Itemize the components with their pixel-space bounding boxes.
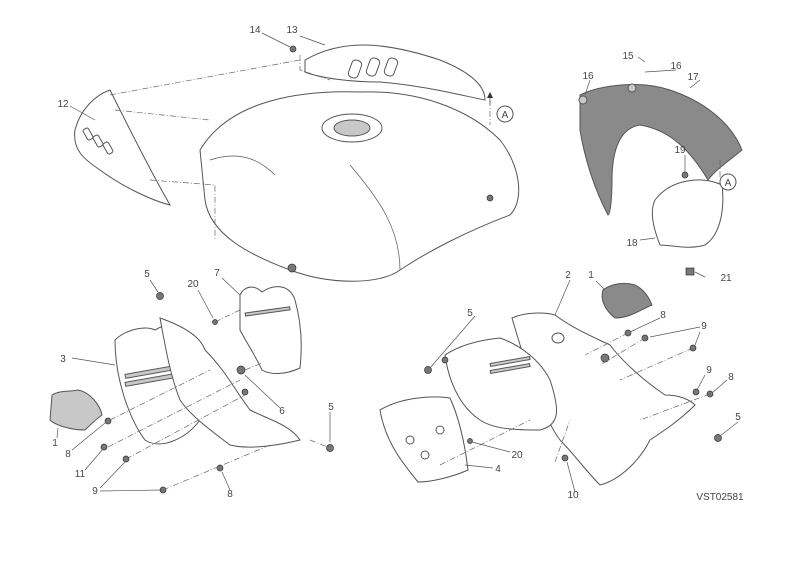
callout-8: 8 bbox=[227, 489, 233, 500]
right-hardware bbox=[424, 329, 722, 462]
callout-14: 14 bbox=[249, 25, 261, 36]
drawing-code: VST02581 bbox=[696, 492, 744, 503]
callout-18: 18 bbox=[626, 238, 638, 249]
callout-5: 5 bbox=[467, 308, 473, 319]
callout-16: 16 bbox=[582, 71, 594, 82]
part-7-panel[interactable] bbox=[239, 286, 302, 374]
callout-5: 5 bbox=[144, 269, 150, 280]
svg-text:A: A bbox=[502, 110, 509, 121]
part-inner-right-panel[interactable] bbox=[444, 337, 558, 431]
callout-2: 2 bbox=[565, 270, 571, 281]
callout-5: 5 bbox=[328, 402, 334, 413]
callout-12: 12 bbox=[57, 99, 69, 110]
callout-8: 8 bbox=[65, 449, 71, 460]
reference-marker-a-right: A bbox=[719, 173, 737, 191]
callout-9: 9 bbox=[701, 321, 707, 332]
callout-6: 6 bbox=[279, 406, 285, 417]
part-inner-left-panel[interactable] bbox=[159, 317, 301, 448]
callout-5: 5 bbox=[735, 412, 741, 423]
part-17-cover-shaded[interactable] bbox=[578, 83, 743, 216]
callout-20: 20 bbox=[511, 450, 523, 461]
callout-17: 17 bbox=[687, 72, 699, 83]
callout-1: 1 bbox=[588, 270, 594, 281]
callout-3: 3 bbox=[60, 354, 66, 365]
part-1-left-pad[interactable] bbox=[49, 389, 103, 431]
callout-1: 1 bbox=[52, 438, 58, 449]
callout-8: 8 bbox=[660, 310, 666, 321]
callout-21: 21 bbox=[720, 273, 732, 284]
callout-8: 8 bbox=[728, 372, 734, 383]
callout-20: 20 bbox=[187, 279, 199, 290]
callout-11: 11 bbox=[75, 469, 86, 480]
callout-19: 19 bbox=[674, 145, 686, 156]
reference-marker-a-top: A bbox=[496, 105, 514, 123]
svg-text:A: A bbox=[725, 178, 732, 189]
callout-9: 9 bbox=[92, 486, 98, 497]
callout-4: 4 bbox=[495, 464, 501, 475]
callout-15: 15 bbox=[622, 51, 634, 62]
callout-9: 9 bbox=[706, 365, 712, 376]
callout-13: 13 bbox=[286, 25, 298, 36]
fuel-tank[interactable] bbox=[199, 91, 520, 282]
part-2-right-fairing[interactable] bbox=[511, 312, 696, 486]
callout-10: 10 bbox=[567, 490, 579, 501]
left-hardware bbox=[100, 292, 334, 494]
part-12-side-cover[interactable] bbox=[74, 89, 172, 206]
callouts: 14 13 12 15 16 16 17 19 18 21 5 7 20 3 6… bbox=[52, 25, 741, 501]
part-1-right-pad[interactable] bbox=[601, 282, 653, 319]
callout-16: 16 bbox=[670, 61, 682, 72]
part-4-panel[interactable] bbox=[379, 396, 469, 483]
part-18-cover[interactable] bbox=[651, 171, 724, 276]
part-13-tank-cover[interactable] bbox=[289, 44, 486, 101]
callout-7: 7 bbox=[214, 268, 220, 279]
